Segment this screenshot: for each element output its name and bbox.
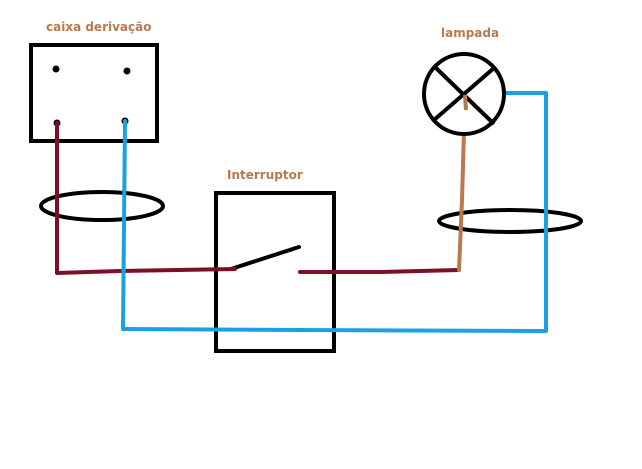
lamp-label: lampada — [441, 26, 499, 40]
junction-box-label: caixa derivação — [46, 20, 151, 34]
junction-box — [29, 43, 159, 143]
phase-wire — [55, 121, 237, 275]
lamp-icon — [422, 52, 506, 136]
lamp-cross-line — [432, 66, 496, 122]
terminal-dot — [123, 67, 131, 75]
junction-box-outline — [29, 43, 159, 143]
switch-label: Interruptor — [227, 168, 303, 182]
return-wire-tip — [463, 94, 468, 111]
switched-phase-wire — [298, 268, 461, 274]
terminal-dot — [52, 65, 60, 73]
cable-bundle-right — [437, 208, 583, 234]
cable-bundle-left — [39, 190, 165, 222]
switch-lever — [229, 245, 301, 271]
neutral-wire — [121, 91, 548, 333]
